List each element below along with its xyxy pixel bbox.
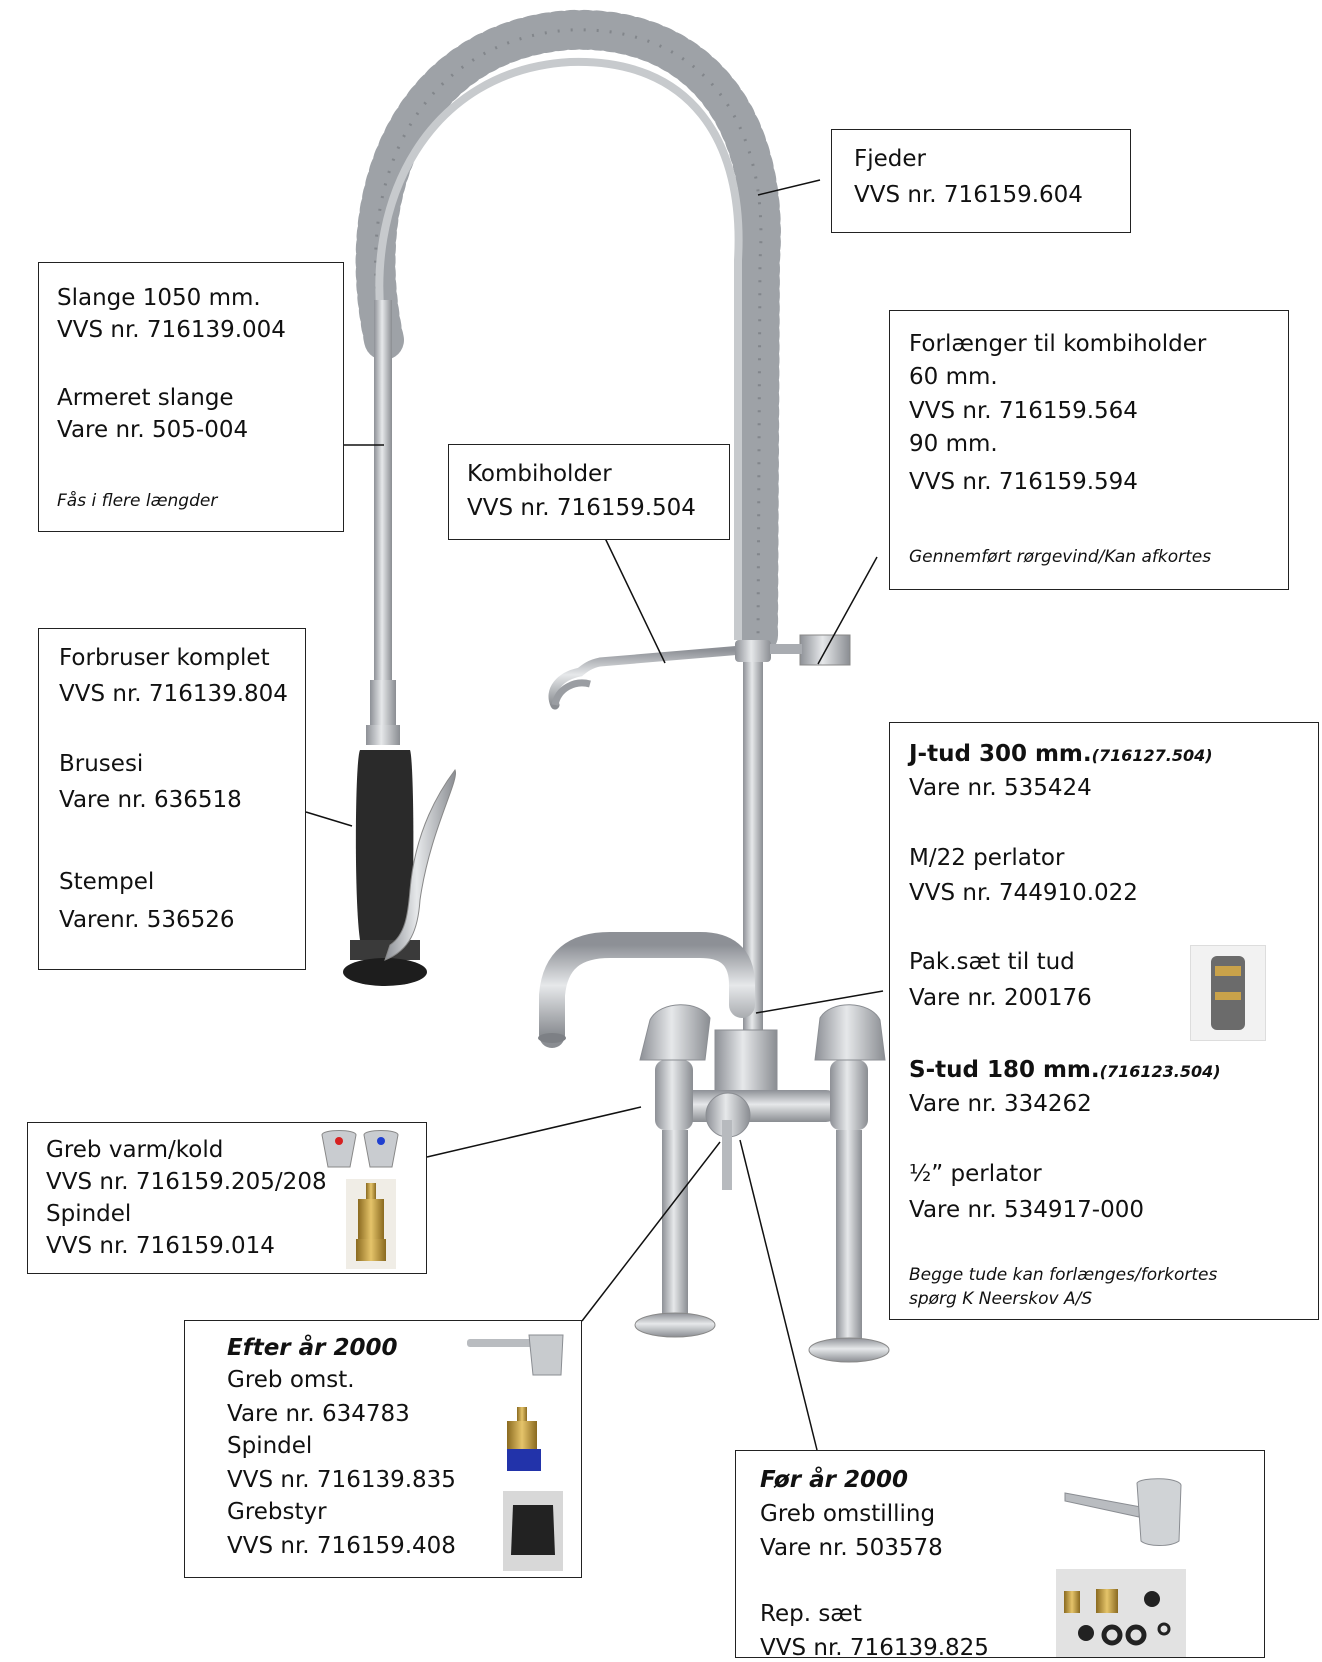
foer-box: Før år 2000 Greb omstilling Vare nr. 503…	[735, 1450, 1265, 1658]
slange-box: Slange 1050 mm. VVS nr. 716139.004 Armer…	[38, 262, 344, 532]
fjeder-nr: VVS nr. 716159.604	[854, 182, 1083, 209]
half-perlator-label: ½” perlator	[909, 1161, 1042, 1188]
stud-label: S-tud 180 mm.	[909, 1057, 1100, 1083]
efter-greb-nr: Vare nr. 634783	[227, 1401, 410, 1428]
slange-note: Fås i flere længder	[57, 491, 217, 511]
kombiholder-hook	[553, 635, 850, 705]
stud-line: S-tud 180 mm.(716123.504)	[909, 1057, 1221, 1085]
forlaenger-size-90: 90 mm.	[909, 431, 998, 458]
kombiholder-box: Kombiholder VVS nr. 716159.504	[448, 444, 730, 540]
slange-nr: VVS nr. 716139.004	[57, 317, 286, 344]
hose	[379, 62, 738, 640]
jtud-line: J-tud 300 mm.(716127.504)	[909, 741, 1213, 769]
stempel-label: Stempel	[59, 869, 154, 896]
forlaenger-size-60: 60 mm.	[909, 364, 998, 391]
perlator-label: M/22 perlator	[909, 845, 1064, 872]
efter-spindel-nr: VVS nr. 716139.835	[227, 1467, 456, 1494]
jtud-code: (716127.504)	[1092, 746, 1213, 765]
stud-code: (716123.504)	[1100, 1062, 1221, 1081]
efter-title: Efter år 2000	[227, 1335, 398, 1362]
greb-spindel-nr: VVS nr. 716159.014	[46, 1233, 275, 1260]
brusesi-label: Brusesi	[59, 751, 143, 778]
repair-kit-icon	[1056, 1569, 1186, 1657]
efter-spindel-label: Spindel	[227, 1433, 312, 1460]
efter-grebstyr-nr: VVS nr. 716159.408	[227, 1533, 456, 1560]
efter-box: Efter år 2000 Greb omst. Vare nr. 634783…	[184, 1320, 582, 1578]
hose-tube	[374, 300, 392, 690]
jtud-label: J-tud 300 mm.	[909, 741, 1092, 767]
forlaenger-box: Forlænger til kombiholder 60 mm. VVS nr.…	[889, 310, 1289, 590]
half-perlator-nr: Vare nr. 534917-000	[909, 1197, 1144, 1224]
fjeder-label: Fjeder	[854, 146, 926, 173]
spindle-icon	[493, 1405, 553, 1475]
kombiholder-nr: VVS nr. 716159.504	[467, 495, 696, 522]
forlaenger-nr-60: VVS nr. 716159.564	[909, 398, 1138, 425]
grebstyr-icon	[503, 1491, 563, 1571]
forbruser-nr: VVS nr. 716139.804	[59, 681, 288, 708]
forlaenger-label: Forlænger til kombiholder	[909, 331, 1206, 358]
mixer-body	[635, 1005, 889, 1362]
lever-handle-icon	[1061, 1469, 1191, 1549]
greb-box: Greb varm/kold VVS nr. 716159.205/208 Sp…	[27, 1122, 427, 1274]
spindle-icon	[346, 1179, 396, 1269]
forbruser-label: Forbruser komplet	[59, 645, 270, 672]
stempel-nr: Varenr. 536526	[59, 907, 235, 934]
spout	[538, 945, 742, 1043]
tud-note-1: Begge tude kan forlænges/forkortes	[909, 1265, 1217, 1285]
cartridge-icon	[1191, 946, 1265, 1040]
tud-note-2: spørg K Neerskov A/S	[909, 1289, 1092, 1309]
efter-grebstyr-label: Grebstyr	[227, 1499, 327, 1526]
foer-title: Før år 2000	[760, 1467, 908, 1494]
kombiholder-label: Kombiholder	[467, 461, 612, 488]
armeret-label: Armeret slange	[57, 385, 234, 412]
foer-greb-label: Greb omstilling	[760, 1501, 935, 1528]
fjeder-box: Fjeder VVS nr. 716159.604	[831, 129, 1131, 233]
pak-nr: Vare nr. 200176	[909, 985, 1092, 1012]
brusesi-nr: Vare nr. 636518	[59, 787, 242, 814]
lever-handle-icon	[463, 1331, 573, 1381]
pre-rinse-handle	[343, 750, 456, 986]
pak-thumbnail	[1190, 945, 1266, 1041]
greb-nr: VVS nr. 716159.205/208	[46, 1169, 327, 1196]
pak-label: Pak.sæt til tud	[909, 949, 1075, 976]
foer-greb-nr: Vare nr. 503578	[760, 1535, 943, 1562]
stud-nr: Vare nr. 334262	[909, 1091, 1092, 1118]
tud-box: J-tud 300 mm.(716127.504) Vare nr. 53542…	[889, 722, 1319, 1320]
slange-label: Slange 1050 mm.	[57, 285, 261, 312]
jtud-nr: Vare nr. 535424	[909, 775, 1092, 802]
foer-rep-label: Rep. sæt	[760, 1601, 862, 1628]
efter-greb-label: Greb omst.	[227, 1367, 355, 1394]
greb-spindel-label: Spindel	[46, 1201, 131, 1228]
forbruser-box: Forbruser komplet VVS nr. 716139.804 Bru…	[38, 628, 306, 970]
forlaenger-nr-90: VVS nr. 716159.594	[909, 469, 1138, 496]
forlaenger-note: Gennemført rørgevind/Kan afkortes	[909, 547, 1211, 567]
greb-label: Greb varm/kold	[46, 1137, 223, 1164]
armeret-nr: Vare nr. 505-004	[57, 417, 248, 444]
hot-cold-handles-icon	[318, 1127, 402, 1177]
perlator-nr: VVS nr. 744910.022	[909, 880, 1138, 907]
